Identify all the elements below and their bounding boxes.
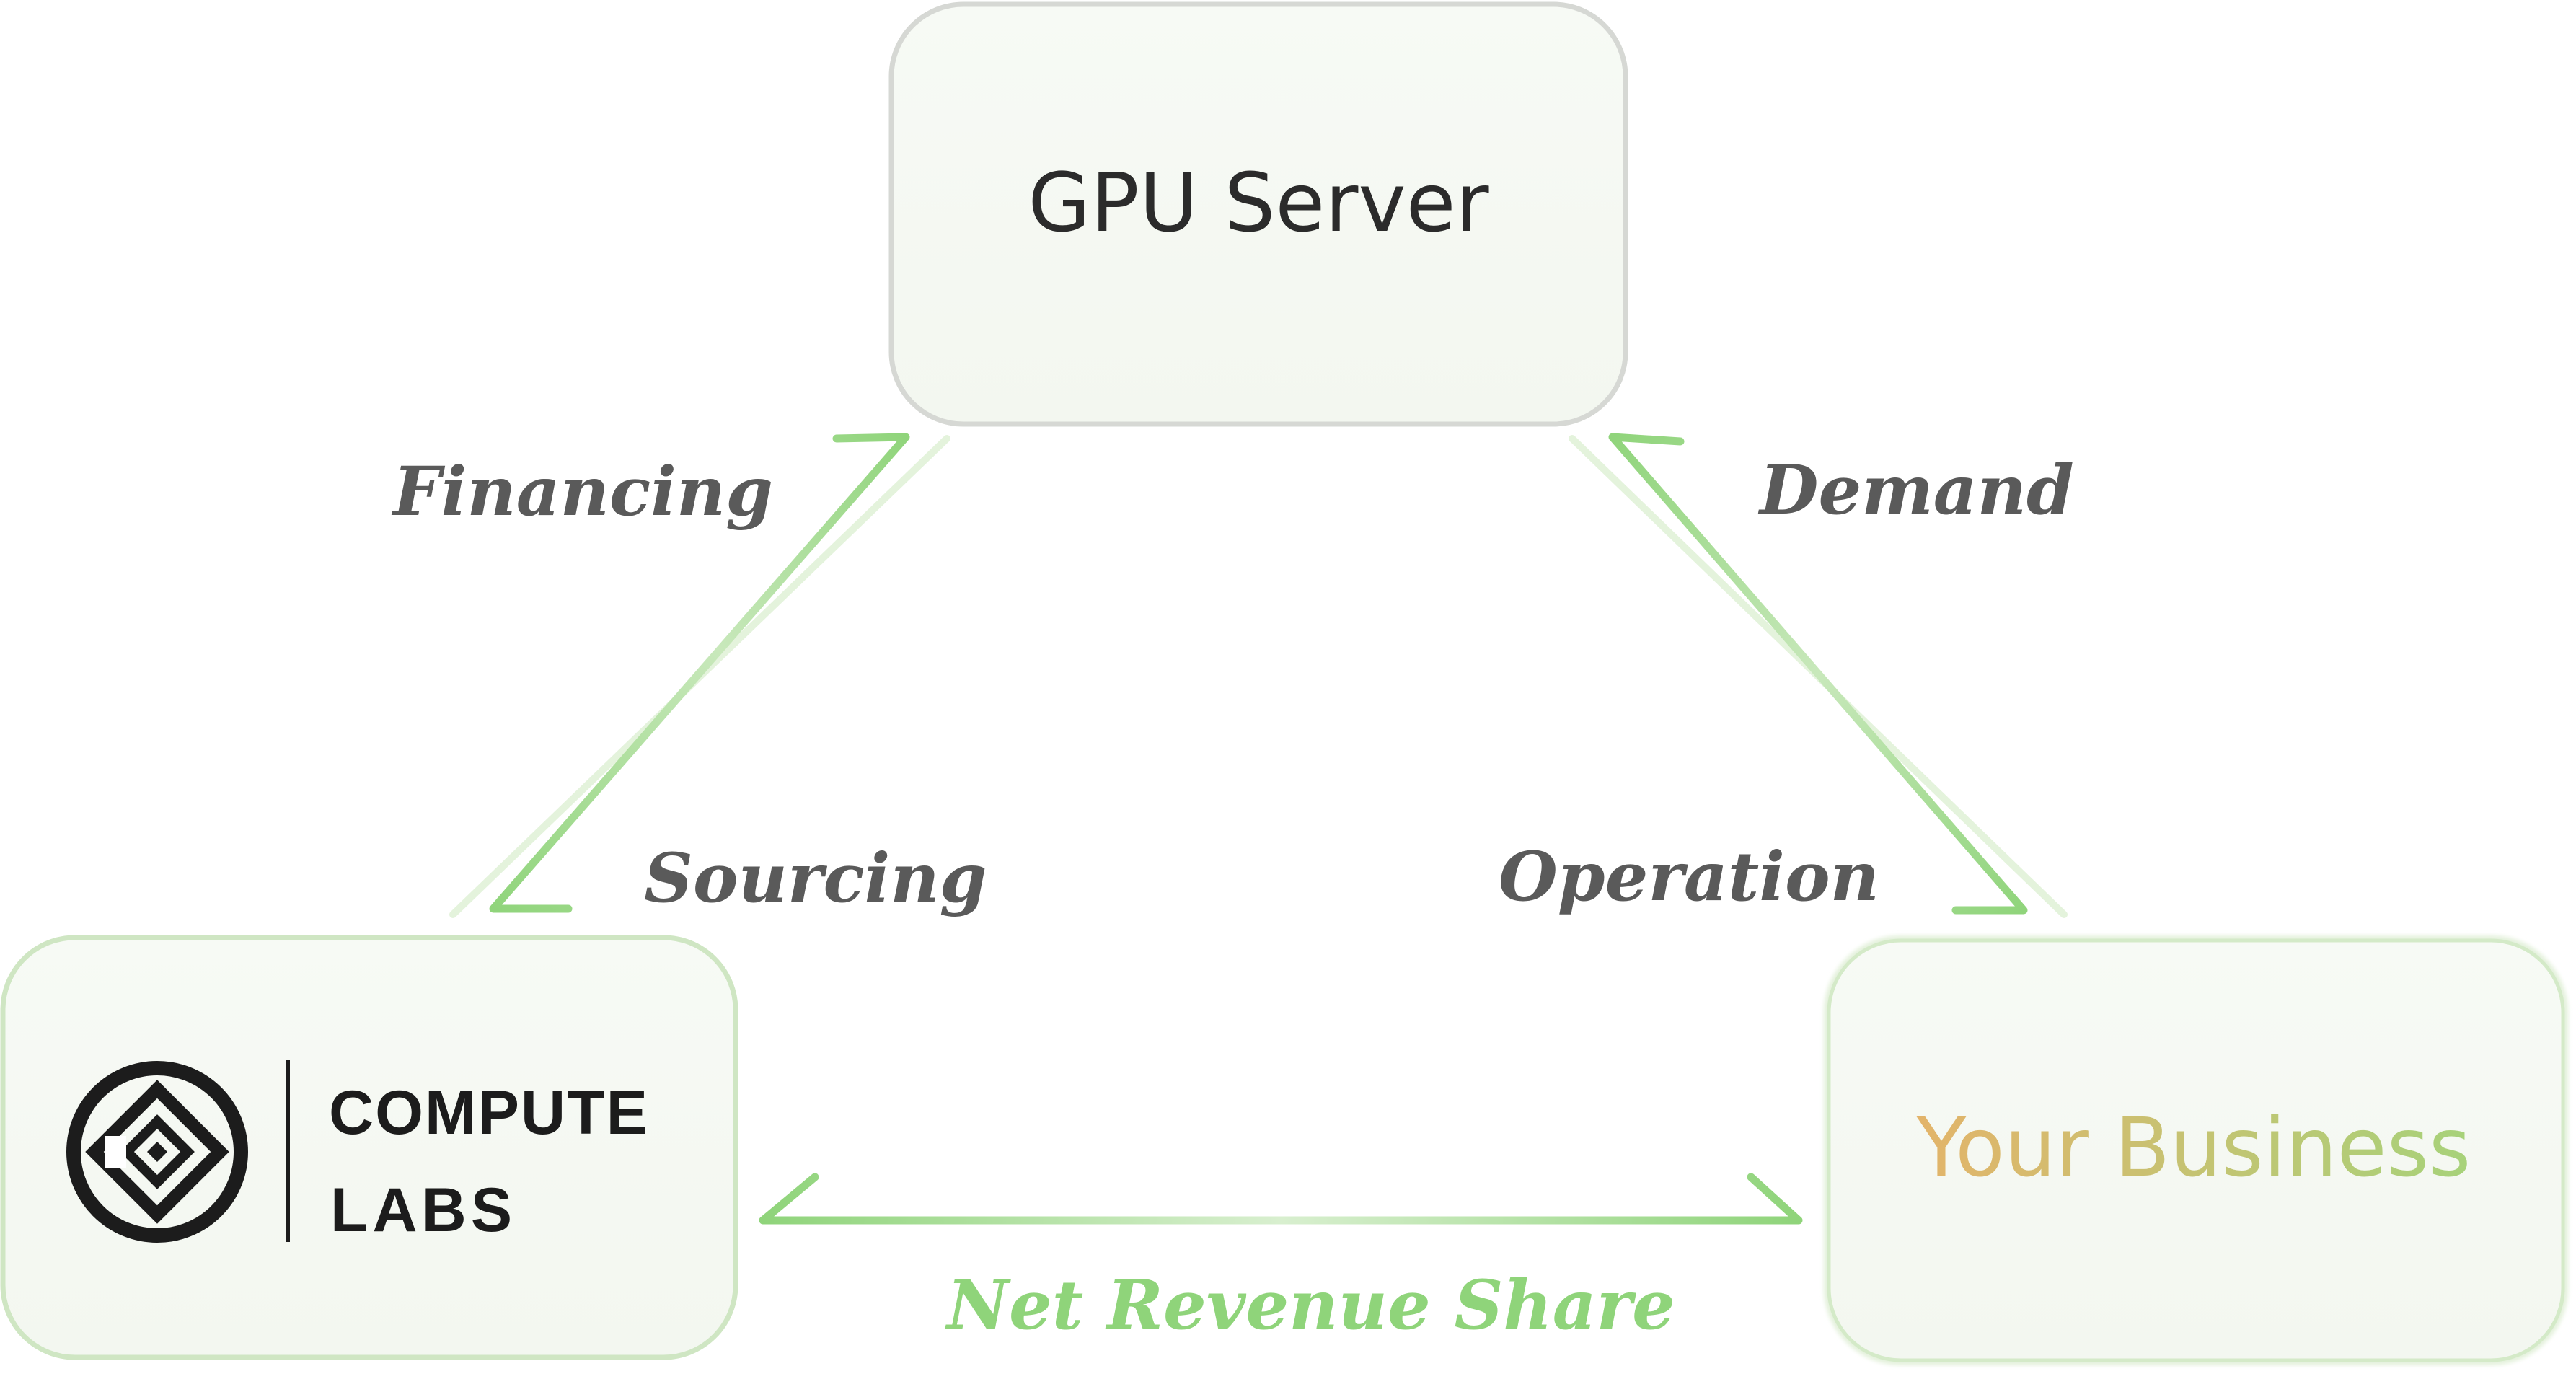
demand-operation-arrows (1569, 433, 2068, 918)
your-business-label: Your Business (1916, 1101, 2471, 1195)
net-revenue-share-arrow (759, 1173, 1803, 1225)
financing-label: Financing (391, 452, 773, 532)
operation-label: Operation (1499, 837, 1879, 917)
financing-sourcing-arrow (489, 433, 910, 913)
net-revenue-share-label: Net Revenue Share (945, 1266, 1675, 1345)
gpu-server-label: GPU Server (1028, 157, 1489, 250)
compute-labs-logo-icon (66, 1061, 248, 1243)
demand-label: Demand (1757, 451, 2074, 530)
gpu-server-node: GPU Server (888, 1, 1628, 427)
compute-labs-node: COMPUTE LABS (0, 935, 738, 1360)
sourcing-label: Sourcing (644, 839, 987, 918)
logo-text-compute: COMPUTE (329, 1078, 649, 1147)
financing-sourcing-arrows (449, 433, 950, 918)
your-business-node: Your Business (1824, 935, 2568, 1365)
demand-operation-arrow (1608, 433, 2028, 915)
logo-text-labs: LABS (330, 1176, 516, 1245)
